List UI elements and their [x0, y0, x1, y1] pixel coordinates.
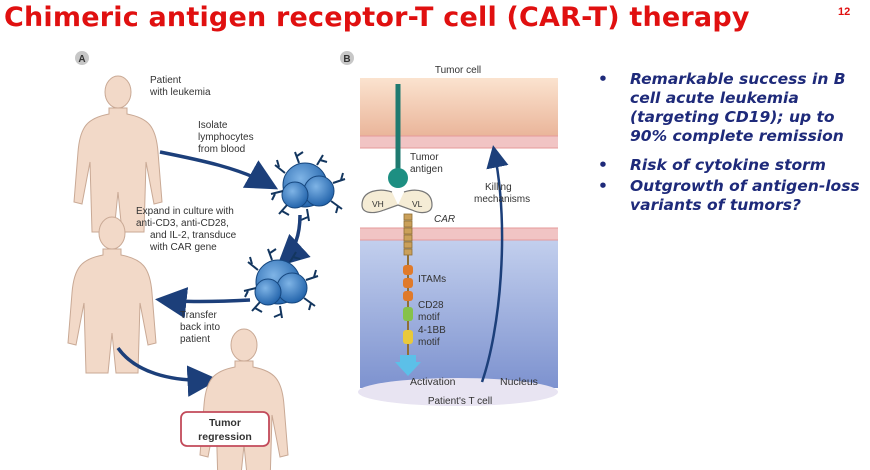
expand-label-line1: Expand in culture with	[136, 206, 234, 217]
regression-label-line2: regression	[198, 431, 252, 443]
t-cell-body	[360, 228, 558, 388]
patient-label-line2: with leukemia	[149, 87, 211, 98]
tumor-cell-label: Tumor cell	[435, 65, 481, 76]
lymphocyte-cluster-bottom	[243, 248, 319, 319]
expand-arrow	[276, 214, 311, 267]
car-label: CAR	[434, 214, 455, 225]
tumor-antigen-label-line2: antigen	[410, 164, 443, 175]
regression-arrow	[116, 346, 219, 397]
car-hinge	[403, 213, 413, 256]
expand-label-line4: with CAR gene	[149, 242, 217, 253]
patient-figure-transfer	[67, 216, 157, 374]
transfer-label-line3: patient	[180, 334, 210, 345]
activation-label: Activation	[410, 376, 456, 388]
isolate-label-line3: from blood	[198, 144, 245, 155]
vl-label: VL	[412, 199, 423, 209]
panel-a-label: A	[78, 54, 85, 65]
isolate-label-line1: Isolate	[198, 120, 228, 131]
panel-a: A Patient with leukemia Isolate lymphocy…	[67, 51, 346, 470]
cd28-label-line1: CD28	[418, 300, 444, 311]
cd28-motif	[403, 307, 413, 321]
4-1bb-label-line1: 4-1BB	[418, 325, 446, 336]
bullet-item: Remarkable success in B cell acute leuke…	[592, 70, 867, 146]
itam-3	[403, 291, 413, 301]
vl-domain	[397, 189, 433, 214]
isolate-arrow	[159, 150, 279, 190]
itam-1	[403, 265, 413, 275]
vh-domain	[361, 189, 399, 214]
4-1bb-label-line2: motif	[418, 337, 440, 348]
panel-b: B Tumor cell Tumor antigen VH VL CAR ITA…	[340, 51, 558, 407]
itam-2	[403, 278, 413, 288]
killing-arrow	[480, 145, 509, 383]
bullet-list: Remarkable success in B cell acute leuke…	[592, 70, 867, 225]
nucleus-label: Nucleus	[500, 376, 538, 388]
slide-title: Chimeric antigen receptor-T cell (CAR-T)…	[4, 2, 750, 33]
bullet-item: Risk of cytokine storm	[592, 156, 867, 175]
killing-label-line1: Killing	[485, 182, 512, 193]
4-1bb-motif	[403, 330, 413, 344]
tumor-cell-body	[360, 78, 558, 136]
transfer-label-line1: Transfer	[180, 310, 218, 321]
transfer-label-line2: back into	[180, 322, 220, 333]
killing-label-line2: mechanisms	[474, 194, 530, 205]
t-cell-membrane	[360, 228, 558, 240]
tumor-membrane	[360, 136, 558, 148]
transfer-arrow	[155, 287, 251, 319]
panel-b-label: B	[343, 54, 350, 65]
expand-label-line2: anti-CD3, anti-CD28,	[136, 218, 229, 229]
t-cell-label: Patient's T cell	[428, 396, 492, 407]
patient-figure-recovered	[199, 328, 289, 470]
vh-label: VH	[372, 199, 384, 209]
activation-arrow	[395, 355, 421, 376]
bullet-item: Outgrowth of antigen-loss variants of tu…	[592, 177, 867, 215]
patient-label-line1: Patient	[150, 75, 181, 86]
tumor-antigen-label-line1: Tumor	[410, 152, 439, 163]
tumor-antigen	[388, 168, 408, 188]
citation-number: 12	[838, 6, 851, 18]
lymphocyte-cluster-top	[270, 151, 346, 222]
regression-label-line1: Tumor	[209, 417, 241, 429]
expand-label-line3: and IL-2, transduce	[150, 230, 237, 241]
tumor-regression-box	[180, 411, 270, 447]
nucleus-region	[358, 378, 558, 406]
isolate-label-line2: lymphocytes	[198, 132, 254, 143]
cd28-label-line2: motif	[418, 312, 440, 323]
itams-label: ITAMs	[418, 274, 446, 285]
